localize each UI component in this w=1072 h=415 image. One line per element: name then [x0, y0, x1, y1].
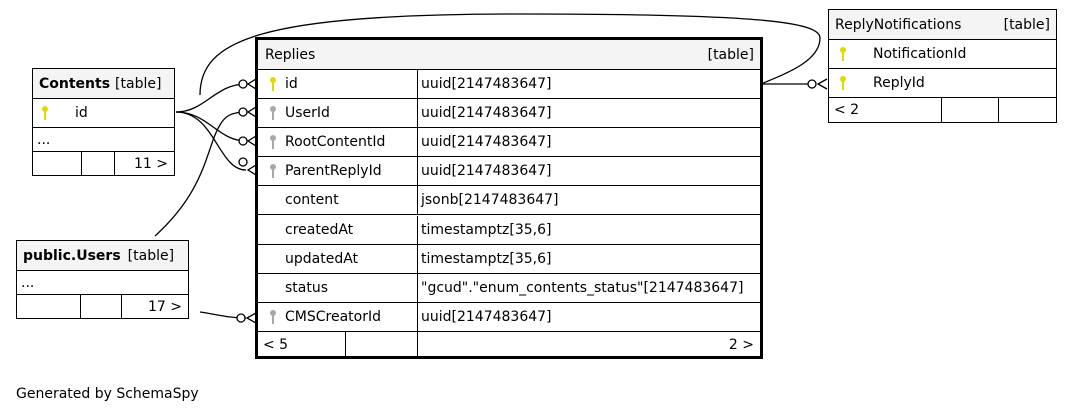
column-name: id — [285, 76, 298, 93]
column-type: timestamptz[35,6] — [421, 250, 552, 267]
table-row: ... — [17, 271, 188, 295]
foreign-key-icon — [269, 157, 277, 185]
table-type-tag: [table] — [1003, 16, 1050, 33]
column-name: CMSCreatorId — [285, 308, 381, 325]
table-footer: 17 > — [17, 295, 188, 319]
table-row: NotificationId — [829, 40, 1056, 69]
crowfoot-arrow — [246, 78, 257, 90]
generator-footer: Generated by SchemaSpy — [16, 386, 199, 402]
table-row: id — [33, 99, 174, 128]
column-name: RootContentId — [285, 134, 386, 151]
column-name: NotificationId — [873, 46, 967, 62]
table-row: id uuid[2147483647] — [258, 70, 760, 100]
edge-end-circle — [238, 79, 248, 89]
edge-end-circle — [238, 136, 248, 146]
table-row: UserId uuid[2147483647] — [258, 99, 760, 129]
column-type: uuid[2147483647] — [421, 308, 552, 325]
table-name: Replies — [265, 46, 316, 63]
table-row: updatedAt timestamptz[35,6] — [258, 244, 760, 274]
contents-table[interactable]: Contents [table] id ... 11 > — [32, 68, 175, 176]
edge-end-circle — [236, 313, 246, 323]
primary-key-icon — [839, 69, 847, 97]
table-row: CMSCreatorId uuid[2147483647] — [258, 302, 760, 332]
more-columns-ellipsis: ... — [37, 131, 51, 148]
column-type: uuid[2147483647] — [421, 134, 552, 151]
table-name: public.Users — [23, 247, 121, 264]
table-row: content jsonb[2147483647] — [258, 186, 760, 216]
table-type-tag: [table] — [115, 75, 162, 92]
column-name: id — [75, 105, 88, 121]
column-name: createdAt — [285, 221, 354, 238]
column-type: uuid[2147483647] — [421, 105, 552, 122]
column-name: updatedAt — [285, 250, 359, 267]
column-type: jsonb[2147483647] — [421, 192, 559, 209]
primary-key-icon — [839, 40, 847, 68]
parents-count[interactable]: < 5 — [263, 337, 289, 353]
table-footer: < 2 — [829, 98, 1056, 122]
primary-key-icon — [269, 70, 277, 98]
table-footer: < 5 2 > — [258, 331, 760, 359]
table-row: ... — [33, 128, 174, 152]
crowfoot-arrow — [245, 312, 257, 324]
children-count[interactable]: 17 > — [148, 299, 182, 315]
column-type: uuid[2147483647] — [421, 76, 552, 93]
edge-contents-to-replies-id — [175, 83, 247, 113]
table-row: RootContentId uuid[2147483647] — [258, 128, 760, 158]
table-row: ReplyId — [829, 69, 1056, 98]
table-row: createdAt timestamptz[35,6] — [258, 215, 760, 245]
table-header: Replies [table] — [258, 40, 760, 70]
reply-notifications-table[interactable]: ReplyNotifications [table] NotificationI… — [828, 9, 1057, 123]
primary-key-icon — [41, 99, 49, 127]
foreign-key-icon — [269, 99, 277, 127]
column-name: ParentReplyId — [285, 163, 382, 180]
table-type-tag: [table] — [707, 46, 754, 63]
edge-end-circle — [807, 79, 817, 89]
children-count[interactable]: 2 > — [728, 337, 754, 353]
column-name: status — [285, 279, 329, 296]
crowfoot-arrow — [246, 106, 257, 118]
column-type: uuid[2147483647] — [421, 163, 552, 180]
edge-contents-to-replies-rootcontent — [175, 111, 247, 142]
edge-end-circle — [238, 107, 248, 117]
edge-arc-over-top — [199, 13, 821, 96]
edge-contents-to-replies-parentreply — [175, 111, 247, 171]
users-table[interactable]: public.Users [table] ... 17 > — [16, 240, 189, 319]
children-count[interactable]: 11 > — [134, 156, 168, 172]
table-row: ParentReplyId uuid[2147483647] — [258, 157, 760, 187]
crowfoot-arrow — [246, 164, 257, 176]
column-type: "gcud"."enum_contents_status"[2147483647… — [421, 279, 744, 296]
column-type: timestamptz[35,6] — [421, 221, 552, 238]
foreign-key-icon — [269, 128, 277, 156]
table-header: ReplyNotifications [table] — [829, 10, 1056, 40]
crowfoot-arrow — [246, 135, 257, 147]
column-name: UserId — [285, 105, 330, 122]
table-header: public.Users [table] — [17, 241, 188, 271]
crowfoot-arrow — [816, 78, 828, 90]
table-name: Contents — [39, 75, 111, 92]
table-header: Contents [table] — [33, 69, 174, 99]
foreign-key-icon — [269, 303, 277, 331]
more-columns-ellipsis: ... — [21, 274, 35, 291]
table-footer: 11 > — [33, 152, 174, 176]
edge-end-circle — [238, 157, 248, 167]
column-name: ReplyId — [873, 75, 925, 91]
column-name: content — [285, 192, 339, 209]
table-row: status "gcud"."enum_contents_status"[2147… — [258, 273, 760, 303]
table-name: ReplyNotifications — [835, 16, 962, 33]
table-type-tag: [table] — [127, 247, 175, 264]
edge-users-to-replies-userid — [154, 111, 247, 237]
parents-count[interactable]: < 2 — [834, 102, 860, 118]
